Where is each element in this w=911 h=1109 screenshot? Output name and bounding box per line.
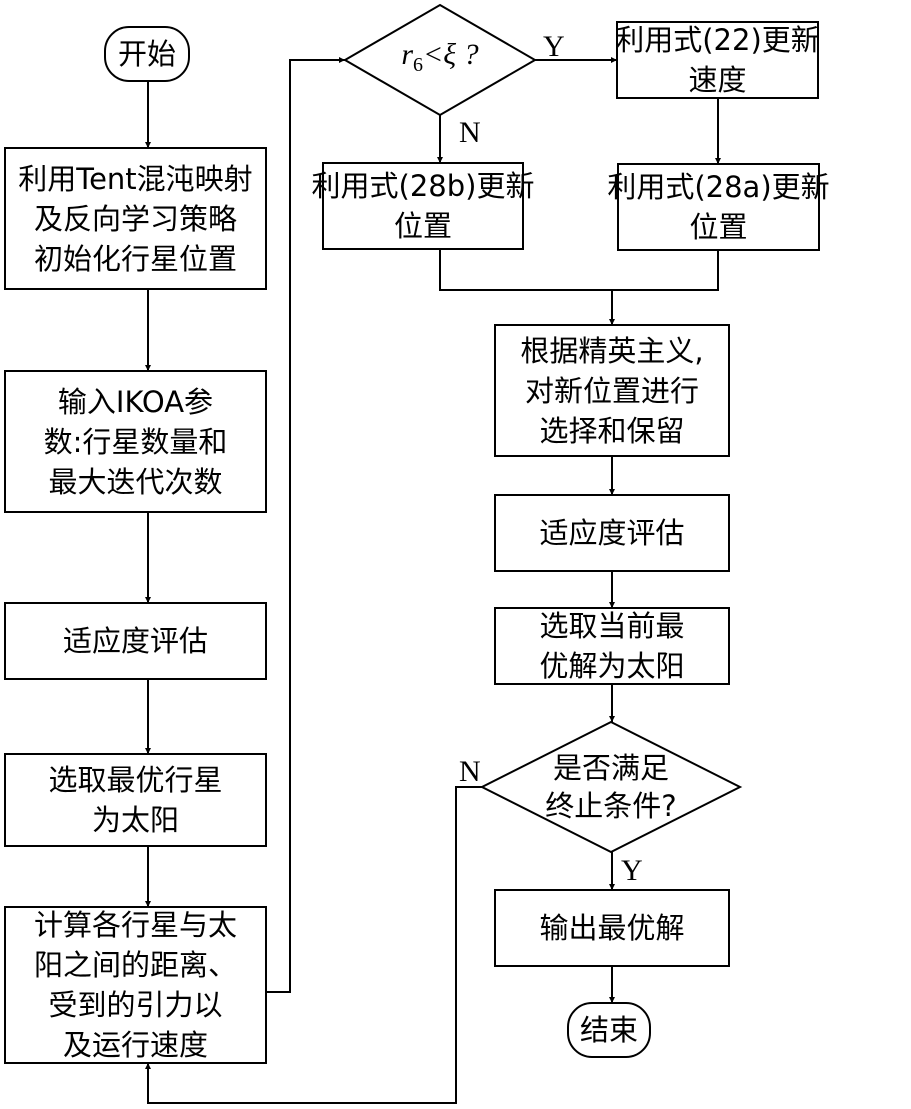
node-select-sun1 [4,753,267,847]
node-output [494,889,730,967]
node-compute [4,906,267,1064]
edge-stop-no-loop [145,786,482,1104]
node-elitism [494,324,730,457]
label-yes-r6: Y [543,30,565,63]
label-yes-stop: Y [621,854,643,887]
node-update-vel [616,21,819,99]
node-init [4,147,267,290]
node-fitness1 [4,602,267,680]
label-no-stop: N [459,755,481,788]
edge-merge [439,249,719,291]
node-fitness2 [494,494,730,572]
node-params [4,370,267,513]
label-no-r6: N [459,116,481,149]
node-cond-r6 [343,3,537,117]
edge-compute-r6 [266,57,345,993]
node-end [567,1002,651,1058]
node-update-28b [322,162,524,250]
node-update-28a [617,163,820,251]
node-cond-stop [479,720,743,854]
node-select-sun2 [494,607,730,685]
node-start [104,26,190,82]
